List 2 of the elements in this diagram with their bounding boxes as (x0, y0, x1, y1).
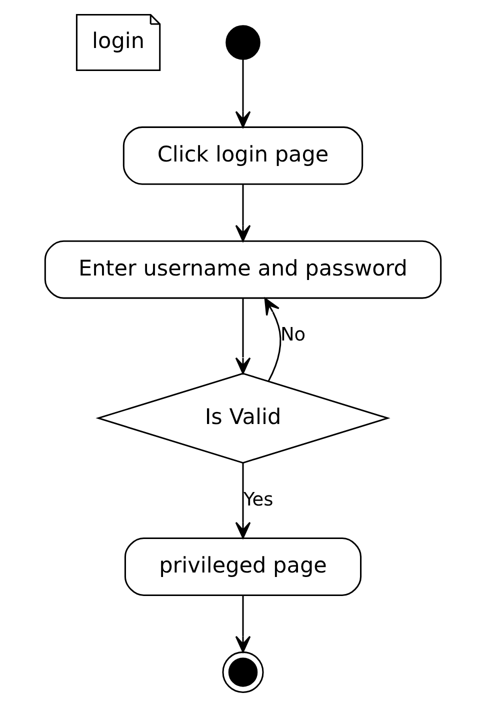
edge-label: No (280, 324, 306, 346)
edge-label: Yes (243, 489, 274, 510)
